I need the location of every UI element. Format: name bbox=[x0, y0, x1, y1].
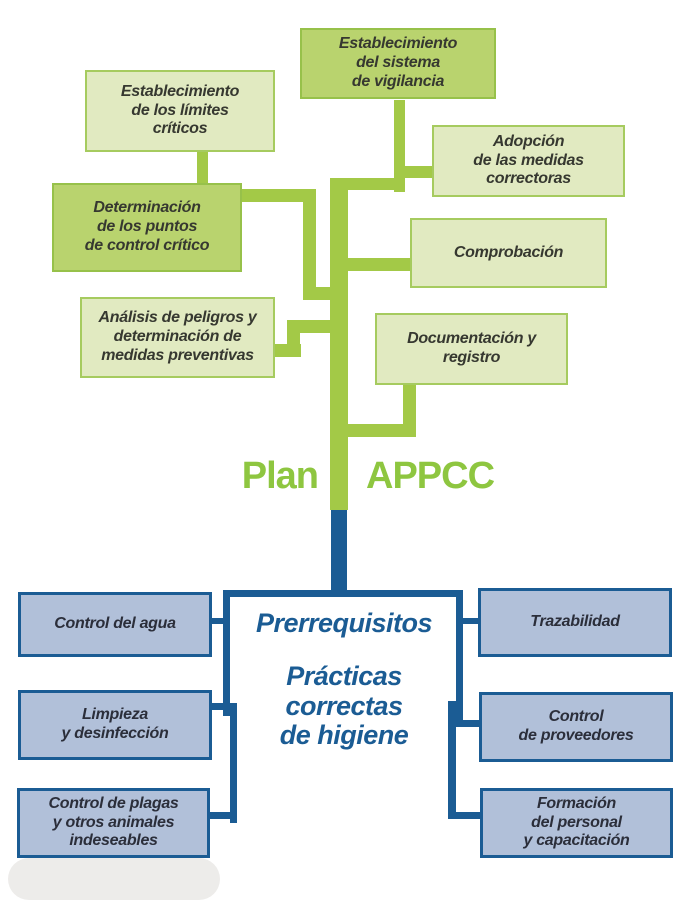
connector-adopcion-stub bbox=[399, 166, 433, 178]
haccp-box-limites: Establecimiento de los límites críticos bbox=[85, 70, 275, 152]
haccp-box-vigilancia: Establecimiento del sistema de vigilanci… bbox=[300, 28, 496, 99]
prereq-box-trazabilidad: Trazabilidad bbox=[478, 588, 672, 657]
haccp-box-analisis: Análisis de peligros y determinación de … bbox=[80, 297, 275, 378]
haccp-box-documentacion: Documentación y registro bbox=[375, 313, 568, 385]
connector-plagas-stub bbox=[210, 812, 237, 819]
connector-limites-drop bbox=[197, 152, 208, 185]
connector-vigilancia-elbow bbox=[341, 178, 405, 190]
prereq-box-plagas: Control de plagas y otros animales indes… bbox=[17, 788, 210, 858]
left-lower-rail bbox=[230, 703, 237, 823]
prerequisitos-heading: Prerrequisitos bbox=[255, 608, 433, 638]
connector-analisis-jog bbox=[287, 320, 333, 333]
connector-formacion-stub bbox=[448, 812, 480, 819]
prereq-box-formacion: Formación del personal y capacitación bbox=[480, 788, 673, 858]
prereq-frame-left bbox=[223, 590, 230, 716]
faded-watermark-blob bbox=[8, 858, 220, 900]
connector-limpieza-stub bbox=[212, 703, 237, 710]
connector-agua-stub bbox=[212, 618, 224, 624]
plan-label: Plan bbox=[241, 455, 319, 497]
connector-proveedores-stub bbox=[456, 720, 479, 727]
prerequisitos-subheading: Prácticas correctas de higiene bbox=[279, 661, 409, 751]
prereq-frame-right bbox=[456, 590, 463, 727]
haccp-box-comprobacion: Comprobación bbox=[410, 218, 607, 288]
trunk-green bbox=[330, 178, 348, 510]
appcc-label: APPCC bbox=[366, 455, 495, 497]
trunk-blue bbox=[331, 510, 347, 592]
connector-comprobacion-stub bbox=[347, 258, 412, 271]
prereq-box-proveedores: Control de proveedores bbox=[479, 692, 673, 762]
prereq-box-limpieza: Limpieza y desinfección bbox=[18, 690, 212, 760]
right-lower-rail bbox=[448, 701, 456, 819]
connector-determinacion-branch bbox=[242, 189, 316, 202]
connector-trazabilidad-stub bbox=[462, 618, 479, 624]
connector-left-rail-jog bbox=[303, 287, 333, 300]
haccp-box-determinacion: Determinación de los puntos de control c… bbox=[52, 183, 242, 272]
prereq-frame-top bbox=[223, 590, 463, 597]
connector-vigilancia-drop bbox=[394, 100, 405, 192]
prereq-box-agua: Control del agua bbox=[18, 592, 212, 657]
haccp-box-adopcion: Adopción de las medidas correctoras bbox=[432, 125, 625, 197]
connector-left-rail bbox=[303, 189, 316, 300]
connector-documentacion-jog bbox=[347, 424, 416, 437]
